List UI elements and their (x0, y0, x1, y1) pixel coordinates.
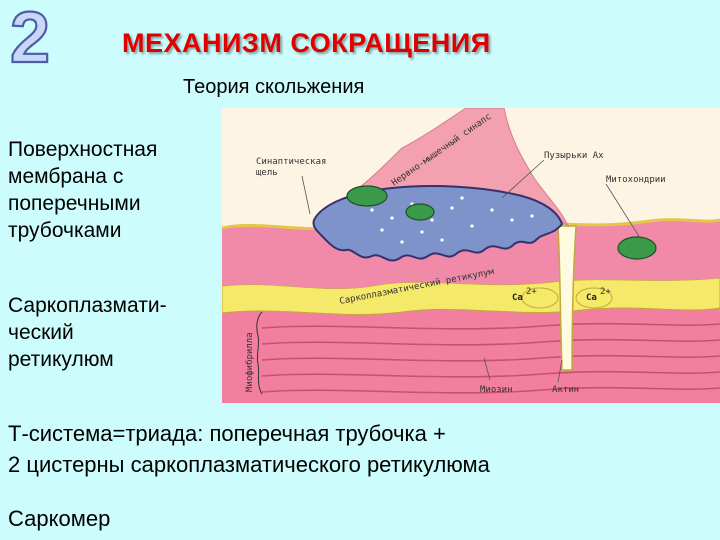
calcium-label-2: Ca (586, 293, 597, 303)
leader-lines (301, 159, 641, 383)
myofibril-zone (222, 308, 720, 403)
cistern-left (521, 287, 559, 309)
vesicles (370, 196, 534, 244)
calcium-label-1: Ca (512, 293, 523, 303)
myofibril-bracket (256, 311, 263, 395)
slide-number-text: 2 (10, 2, 50, 70)
mitochondrion-1 (346, 185, 388, 207)
t-tubule (557, 225, 577, 371)
t-system-text: Т-система=триада: поперечная трубочка + … (8, 421, 490, 477)
synaptic-cleft-label-1: Синаптическая (256, 157, 326, 167)
myofibril-stripes (261, 322, 720, 394)
calcium-charge-1: 2+ (526, 287, 537, 297)
slide-title: МЕХАНИЗМ СОКРАЩЕНИЯ (122, 28, 491, 58)
myosin-label: Миозин (480, 385, 513, 395)
synaptic-cleft-label-2: щель (256, 168, 278, 178)
vesicles-label: Пузырьки Ах (544, 151, 604, 161)
membrane-label: Поверхностная мембрана с поперечными тру… (8, 138, 158, 242)
myofibril-label: Миофибрилла (244, 332, 255, 392)
slide-number: 2 (4, 0, 56, 79)
slide-subtitle: Теория скольжения (183, 76, 365, 98)
mitochondria-label: Митохондрии (606, 175, 666, 185)
actin-label: Актин (552, 385, 579, 395)
cistern-right (575, 287, 613, 309)
reticulum-label: Саркоплазмати- ческий ретикулюм (8, 294, 167, 371)
mitochondrion-3 (617, 236, 657, 260)
mitochondrion-2 (405, 203, 435, 221)
neuromuscular-junction-diagram: Синаптическая щель Нервно-мышечный синап… (222, 108, 720, 403)
sarcomere-text: Саркомер (8, 506, 111, 531)
calcium-charge-2: 2+ (600, 287, 611, 297)
